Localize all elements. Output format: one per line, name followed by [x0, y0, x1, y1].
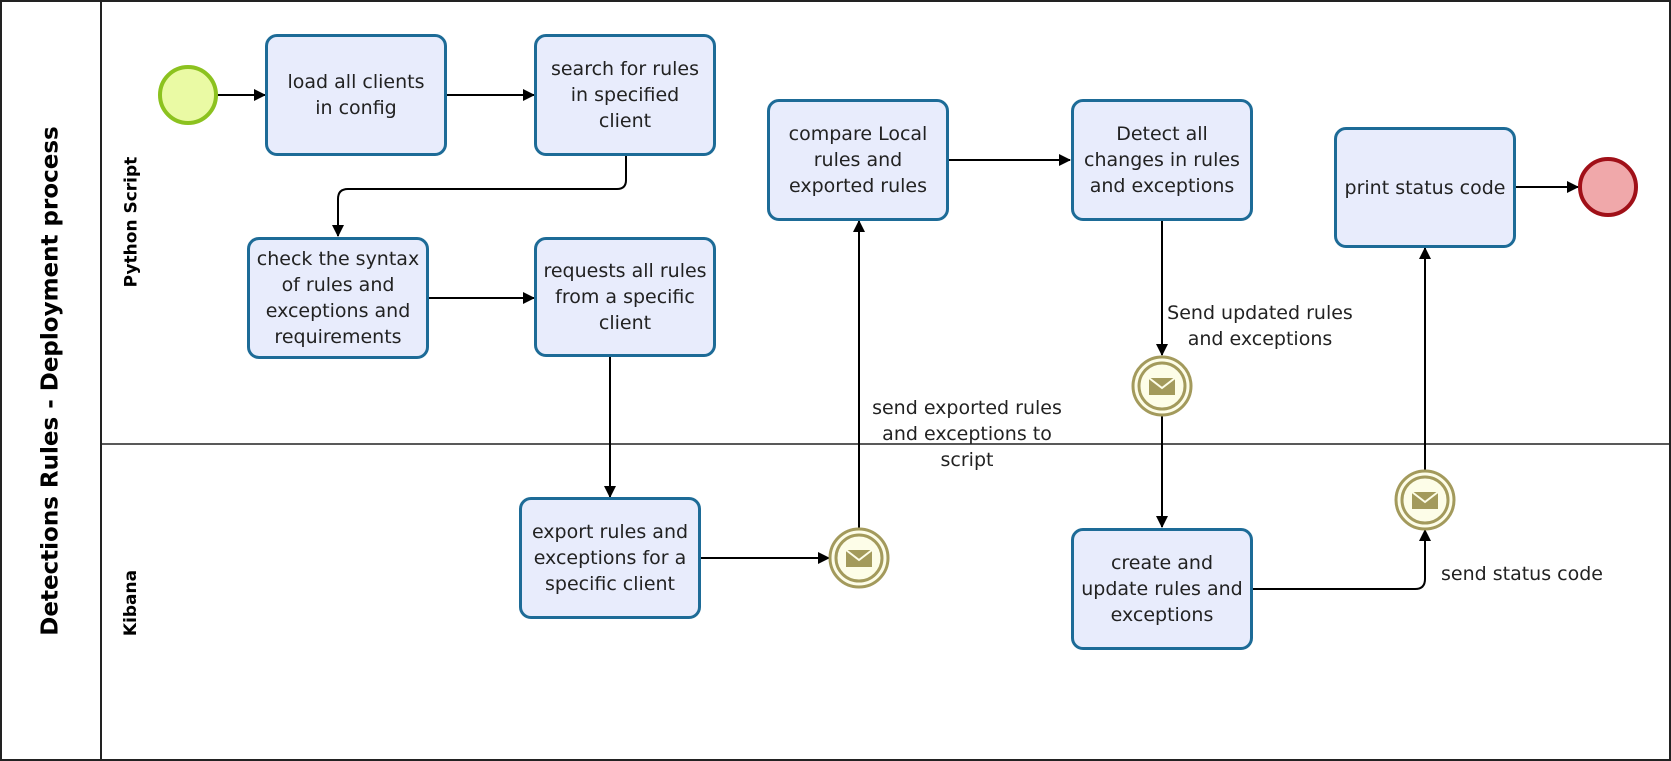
message-event-export: [828, 527, 890, 589]
task-export-rules[interactable]: export rules and exceptions for a specif…: [519, 497, 701, 619]
flow-create-to-message: [1252, 529, 1431, 590]
lane-title-python-text: Python Script: [121, 156, 141, 288]
task-create-update[interactable]: create and update rules and exceptions: [1071, 528, 1253, 650]
message-event-updated: [1131, 355, 1193, 417]
label-send-status: send status code: [1441, 563, 1603, 585]
task-compare-rules[interactable]: compare Local rules and exported rules: [767, 99, 949, 221]
envelope-icon: [1411, 491, 1439, 509]
lane-title-kibana-text: Kibana: [121, 569, 141, 636]
pool-title-text: Detections Rules - Deployment process: [37, 125, 64, 636]
end-event: [1578, 157, 1638, 217]
task-check-syntax[interactable]: check the syntax of rules and exceptions…: [247, 237, 429, 359]
lane-title-kibana: Kibana: [101, 444, 161, 761]
task-print-status[interactable]: print status code: [1334, 127, 1516, 248]
message-event-status: [1394, 469, 1456, 531]
lane-title-python: Python Script: [101, 0, 161, 444]
envelope-icon: [1148, 377, 1176, 395]
start-event: [158, 65, 218, 125]
task-detect-changes[interactable]: Detect all changes in rules and exceptio…: [1071, 99, 1253, 221]
label-send-updated: Send updated rules and exceptions: [1167, 302, 1353, 350]
flow-search-to-check: [332, 156, 627, 237]
task-search-rules[interactable]: search for rules in specified client: [534, 34, 716, 156]
sequence-flows: [217, 89, 1579, 590]
pool-title: Detections Rules - Deployment process: [0, 0, 101, 761]
task-request-rules[interactable]: requests all rules from a specific clien…: [534, 237, 716, 357]
label-send-exported: send exported rules and exceptions to sc…: [872, 397, 1062, 471]
envelope-icon: [845, 549, 873, 567]
task-load-clients[interactable]: load all clients in config: [265, 34, 447, 156]
